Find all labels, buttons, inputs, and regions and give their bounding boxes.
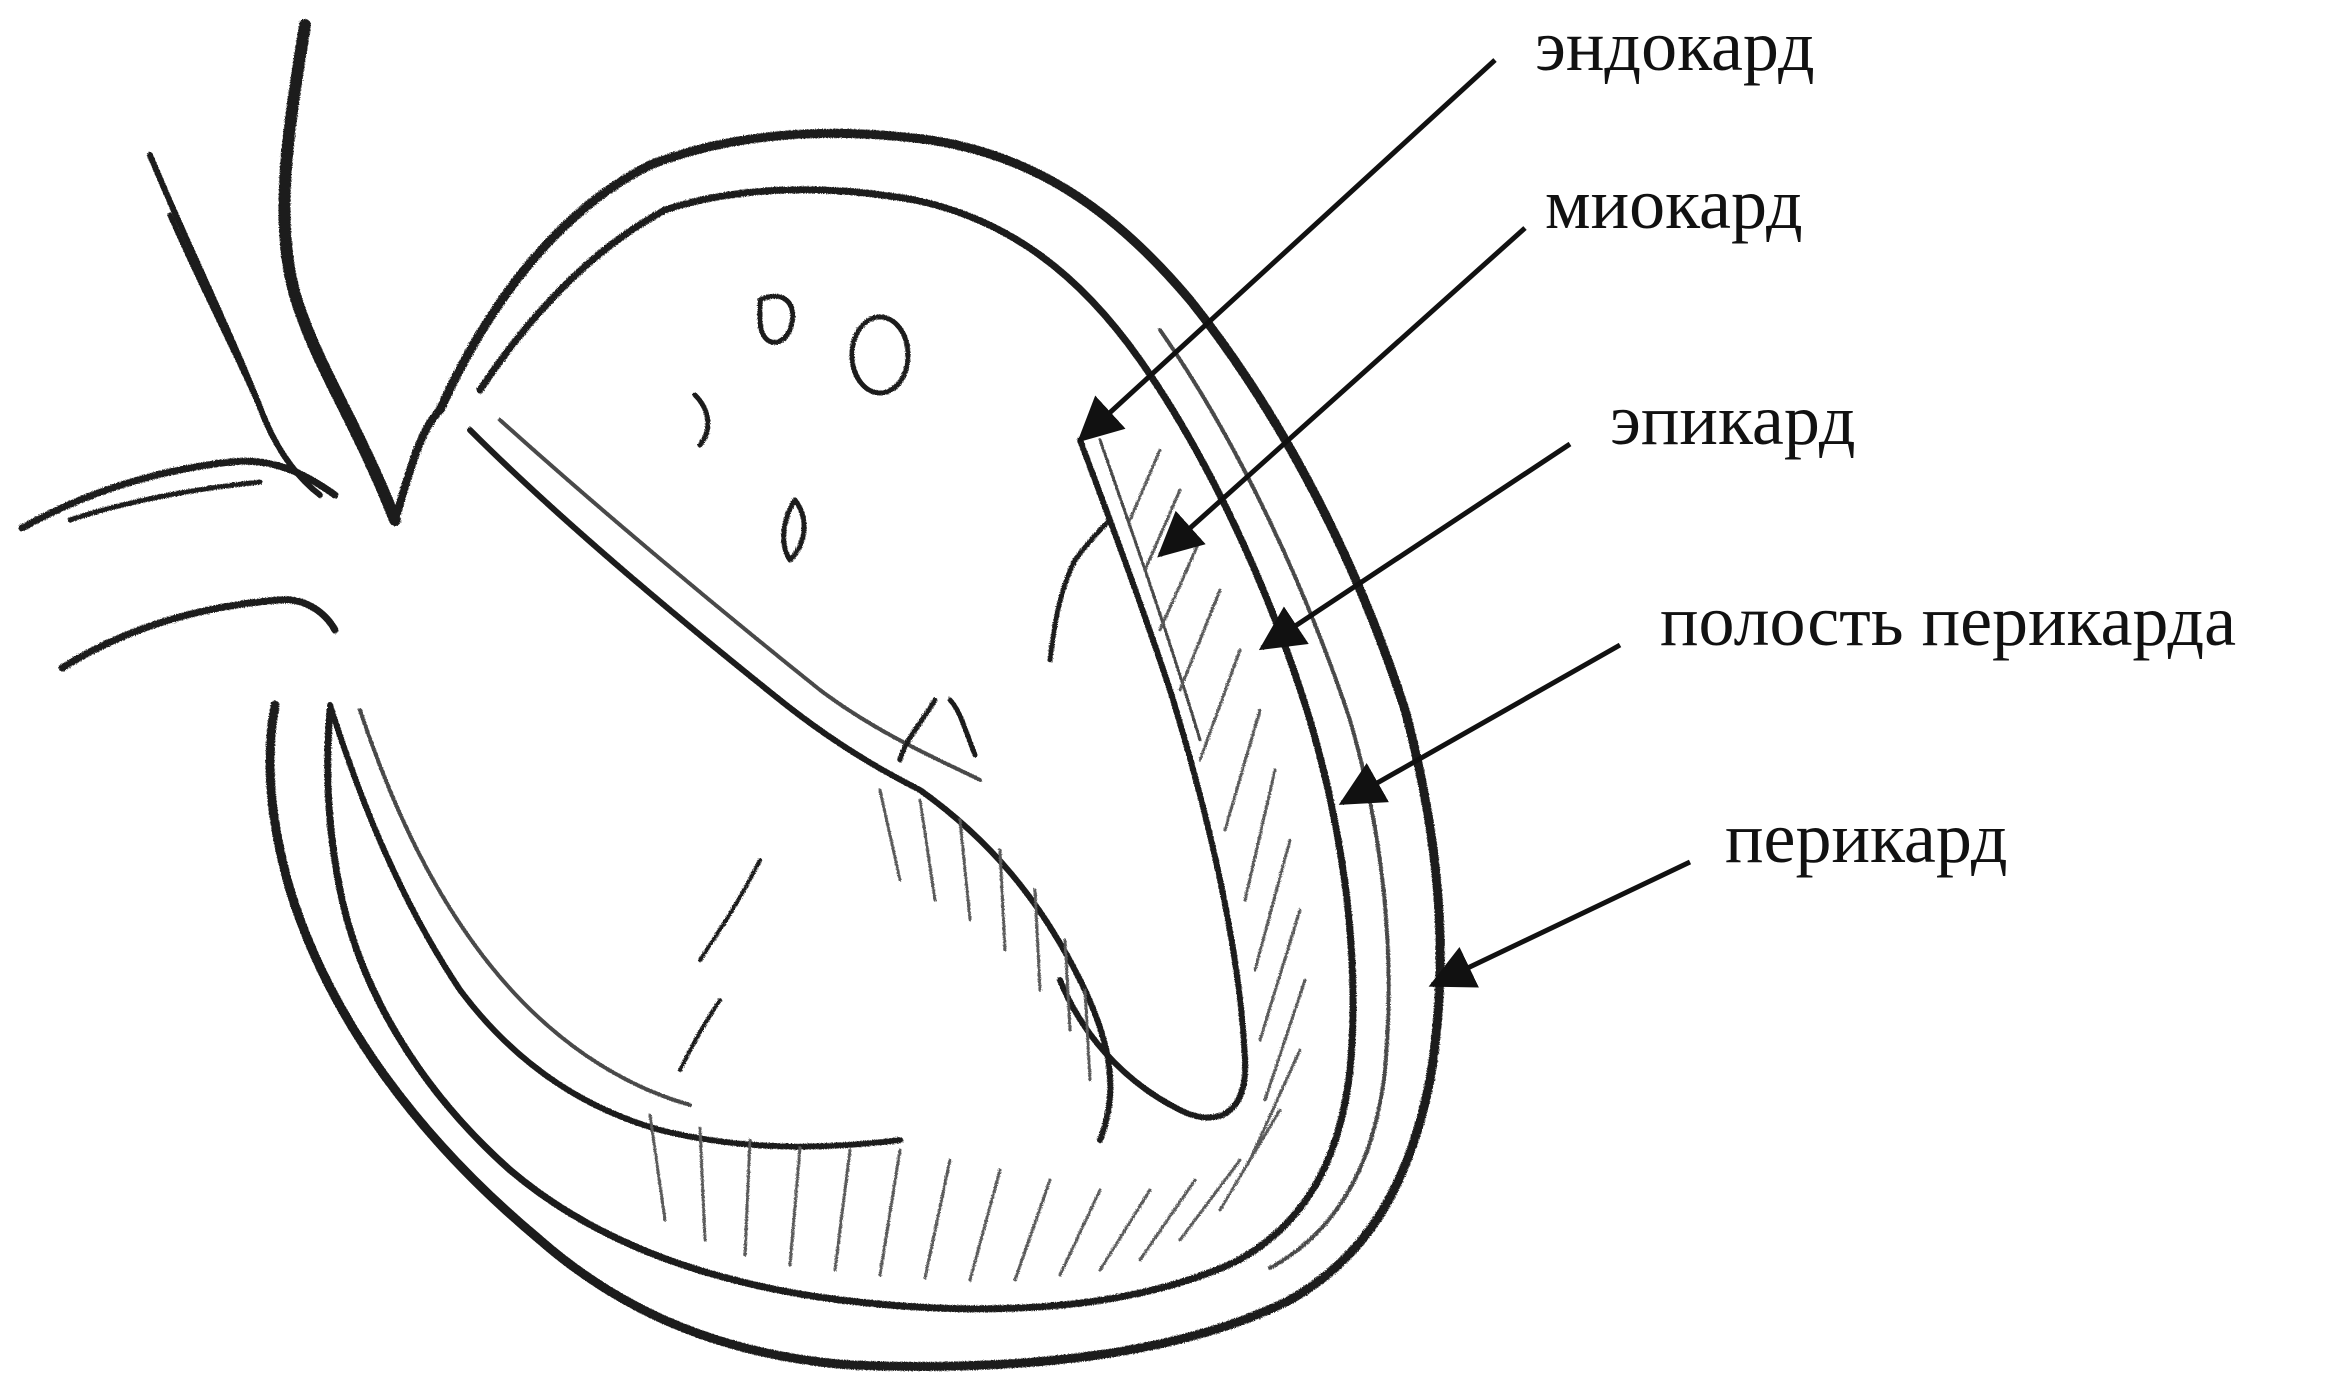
label-pericardium: перикард [1432, 798, 2008, 985]
pointer-pericardial-cavity [1342, 645, 1620, 803]
right-ventricle-wall [330, 705, 900, 1147]
great-vessels [22, 25, 440, 668]
heart-sketch [22, 25, 1440, 1366]
label-myocardium-text: миокард [1545, 164, 1803, 244]
label-pericardium-text: перикард [1725, 798, 2008, 878]
label-pericardial-cavity-text: полость перикарда [1660, 581, 2236, 661]
label-endocardium-text: эндокард [1535, 6, 1815, 86]
pointer-myocardium [1160, 228, 1525, 555]
label-pericardial-cavity: полость перикарда [1342, 581, 2236, 803]
myocardium-hatching [650, 450, 1305, 1280]
epicardium-outline [328, 190, 1353, 1309]
label-epicardium-text: эпикард [1610, 380, 1856, 460]
interventricular-septum [470, 430, 1110, 1140]
pointer-pericardium [1432, 862, 1690, 985]
valve-sketches [680, 296, 1110, 1070]
pericardial-cavity-line [1160, 330, 1389, 1268]
